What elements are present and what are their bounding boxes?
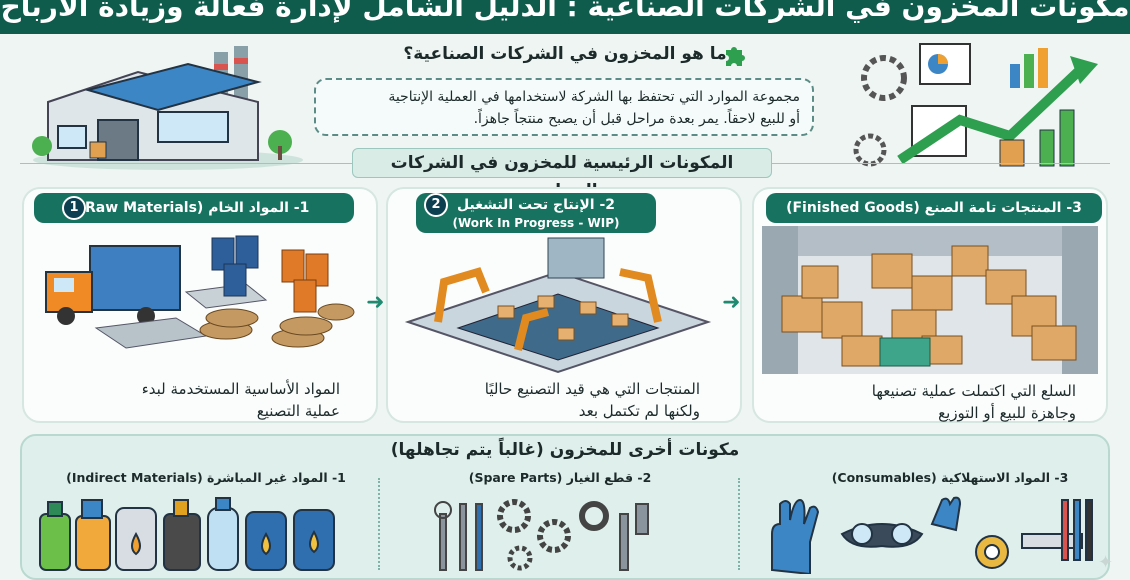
definition-line: أو للبيع لاحقاً. يمر بعدة مراحل قبل أن ي… [473,111,800,127]
description-line: المنتجات التي هي قيد التصنيع حاليًا [484,380,700,398]
step-number-badge: 2 [424,193,448,217]
flow-arrow-icon: ➜ [722,290,741,315]
wip-header: 2- الإنتاج تحت التشغيل (Work In Progress… [416,193,656,233]
finished-goods-header: 3- المنتجات تامة الصنع (Finished Goods) [766,193,1102,223]
description-line: عملية التصنيع [256,402,340,420]
other-components-title: مكونات أخرى للمخزون (غالباً يتم تجاهلها) [390,440,740,460]
warehouse-illustration [762,226,1098,374]
description-line: وجاهزة للبيع أو التوزيع [938,404,1076,422]
puzzle-icon [726,47,745,66]
consumables-gloves-icon [771,496,1093,574]
raw-materials-header: 1- المواد الخام (Raw Materials) [34,193,354,223]
page-title: مكونات المخزون في الشركات الصناعية : الد… [0,0,1130,23]
wip-assembly-illustration [404,237,712,374]
wip-subtitle: (Work In Progress - WIP) [452,216,620,230]
definition-line: مجموعة الموارد التي تحتفظ بها الشركة لاس… [388,89,800,105]
spare-parts-title: 2- قطع الغيار (Spare Parts) [468,470,652,485]
description-line: ولكنها لم تكتمل بعد [578,402,700,420]
factory-illustration [32,46,303,170]
top-banner: مكونات المخزون في الشركات الصناعية : الد… [0,0,1130,34]
flow-arrow-icon: ➜ [366,290,385,315]
sparkle-icon: ✦ [1098,552,1114,573]
indirect-materials-bottles-icon [39,497,335,571]
raw-materials-illustration [45,235,355,349]
wip-description: المنتجات التي هي قيد التصنيع حاليًا ولكن… [470,378,700,422]
finished-goods-description: السلع التي اكتملت عملية تصنيعها وجاهزة ل… [816,380,1076,424]
growth-chart-illustration [853,43,1098,167]
description-line: السلع التي اكتملت عملية تصنيعها [871,382,1076,400]
intro-heading: ما هو المخزون في الشركات الصناعية؟ [403,44,727,64]
column-divider [738,478,740,570]
wip-title: 2- الإنتاج تحت التشغيل [456,197,616,213]
other-components-panel [20,434,1110,580]
consumables-title: 3- المواد الاستهلاكية (Consumables) [831,470,1069,485]
spare-parts-tools-icon [434,499,649,571]
raw-materials-description: المواد الأساسية المستخدمة لبدء عملية الت… [110,378,340,422]
definition-box: مجموعة الموارد التي تحتفظ بها الشركة لاس… [314,78,814,136]
description-line: المواد الأساسية المستخدمة لبدء [141,380,340,398]
main-section-title: المكونات الرئيسية للمخزون في الشركات الص… [352,148,772,201]
column-divider [378,478,380,570]
step-number-badge: 1 [62,196,86,220]
indirect-materials-title: 1- المواد غير المباشرة (Indirect Materia… [66,470,346,485]
